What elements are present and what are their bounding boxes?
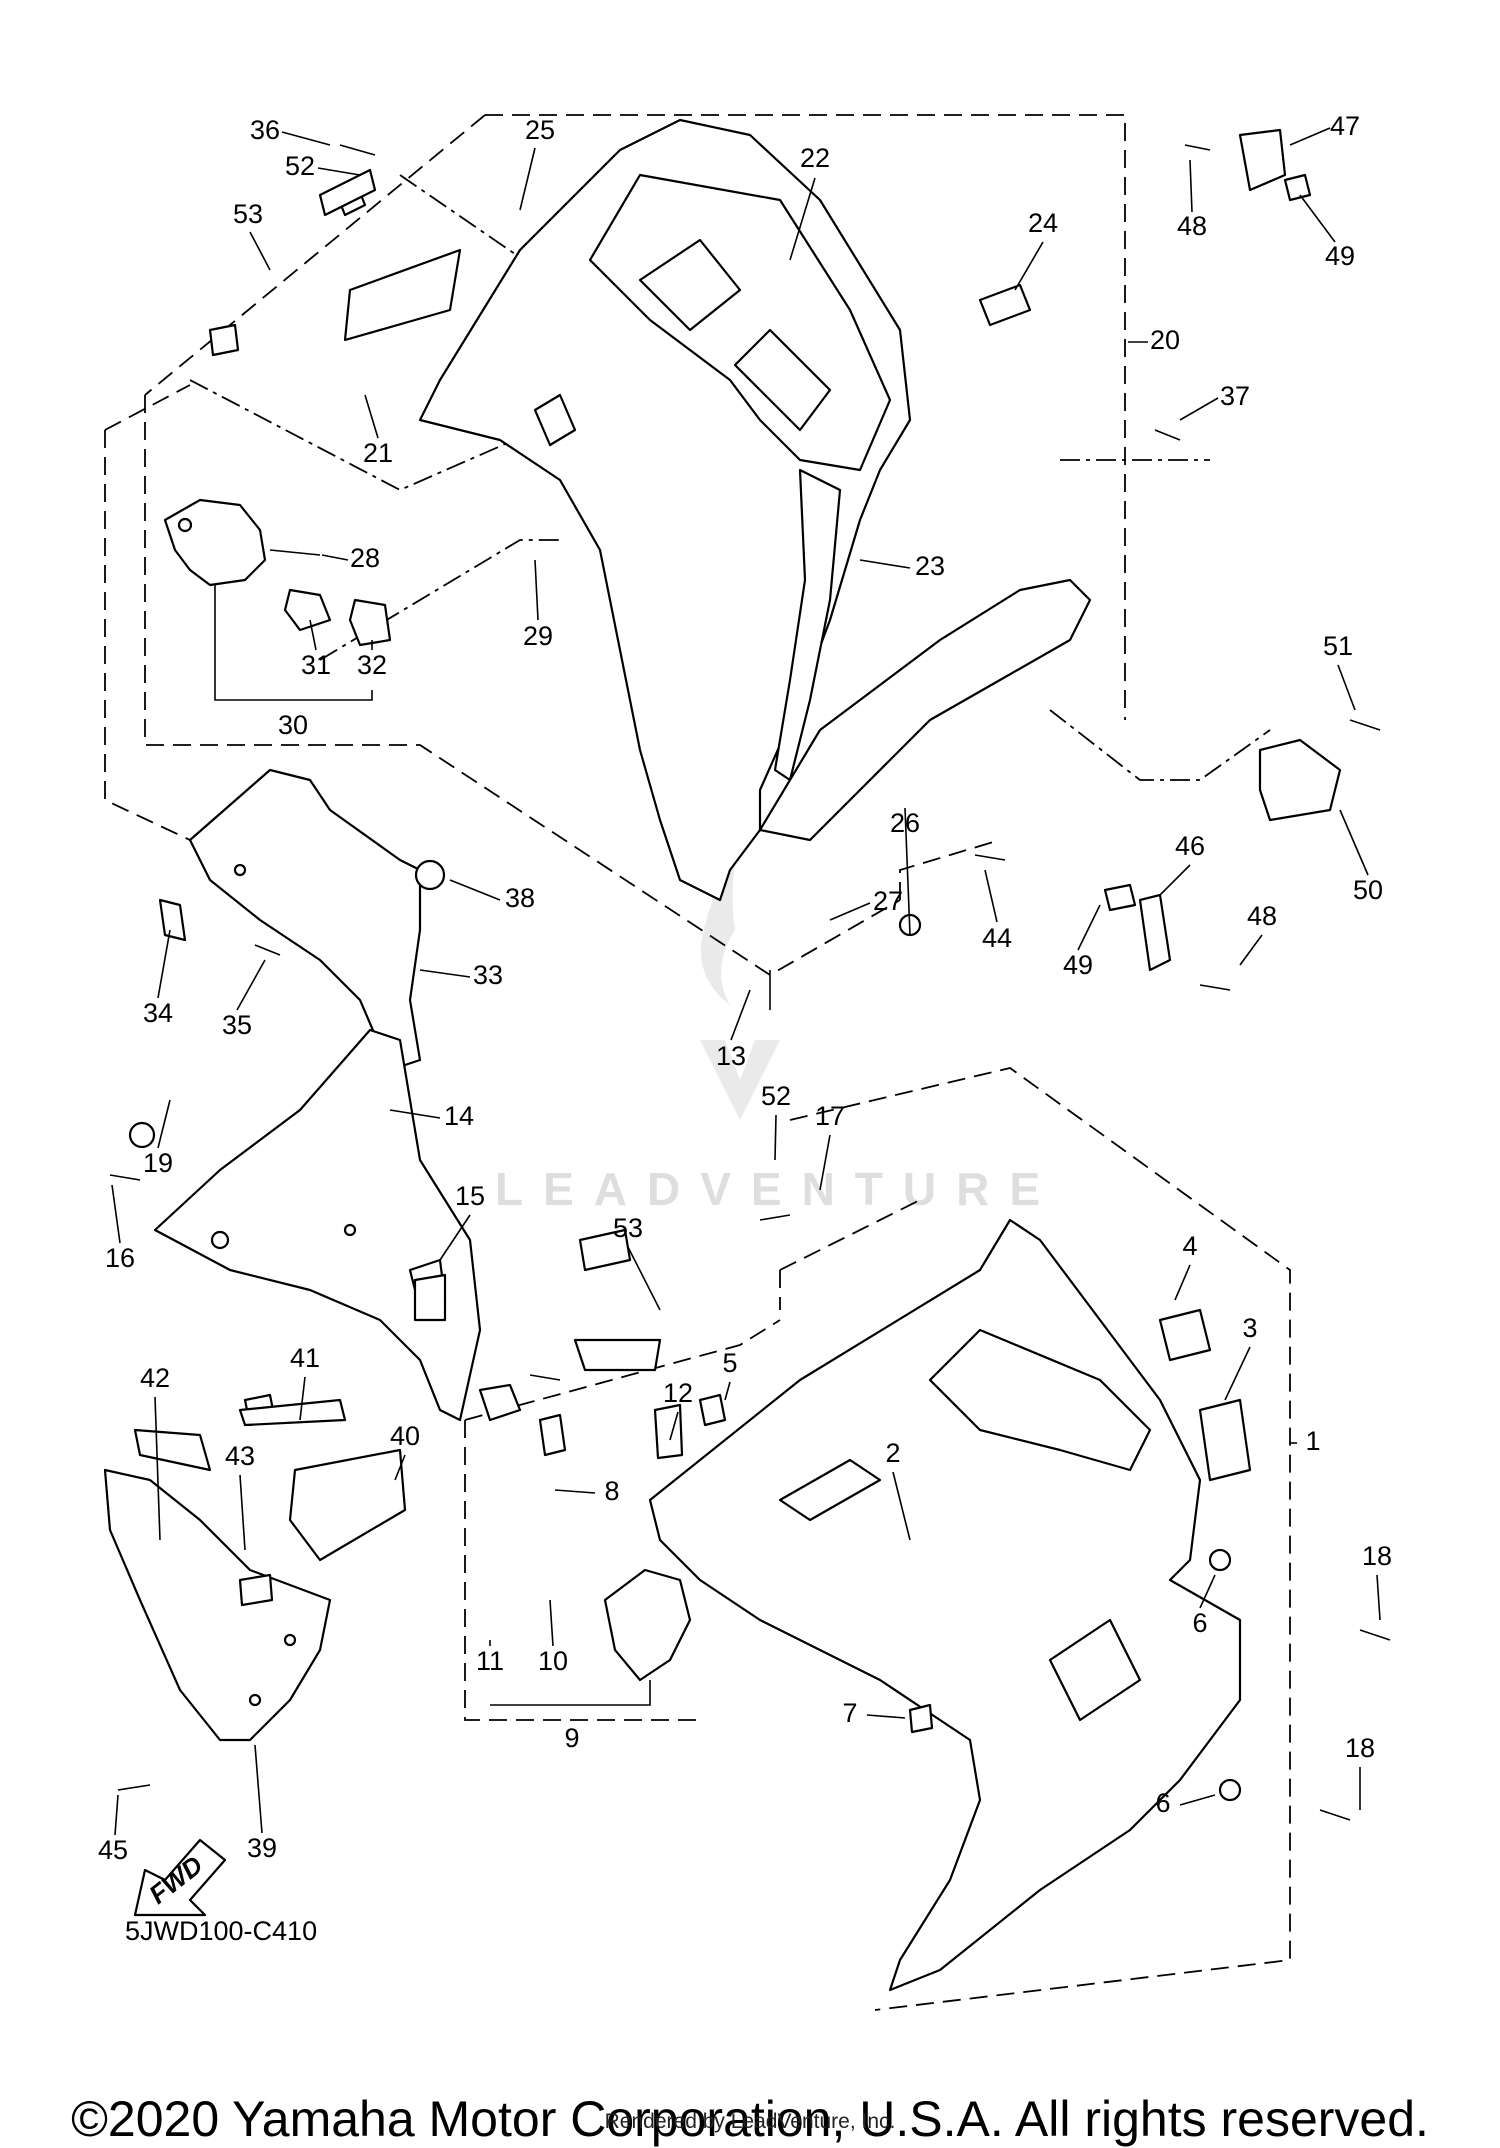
callout-24: 24: [1028, 208, 1058, 238]
callout-18: 18: [1345, 1733, 1375, 1763]
callout-53: 53: [613, 1213, 643, 1243]
watermark-logo: [700, 865, 780, 1120]
fasteners: [109, 144, 1391, 1821]
callout-12: 12: [663, 1378, 693, 1408]
callout-10: 10: [538, 1646, 568, 1676]
callout-38: 38: [505, 883, 535, 913]
callout-49: 49: [1063, 950, 1093, 980]
callout-1: 1: [1305, 1426, 1320, 1456]
callout-7: 7: [842, 1698, 857, 1728]
callout-31: 31: [301, 650, 331, 680]
callout-49: 49: [1325, 241, 1355, 271]
callout-21: 21: [363, 438, 393, 468]
upper-cowling: [418, 118, 1092, 902]
rendered-by-credit: Rendered by LeadVenture, Inc.: [604, 2110, 896, 2133]
callout-52: 52: [761, 1081, 791, 1111]
callout-22: 22: [800, 143, 830, 173]
callout-13: 13: [716, 1041, 746, 1071]
callout-48: 48: [1177, 211, 1207, 241]
callout-29: 29: [523, 621, 553, 651]
callout-43: 43: [225, 1441, 255, 1471]
callout-18: 18: [1362, 1541, 1392, 1571]
callout-6: 6: [1155, 1788, 1170, 1818]
callout-16: 16: [105, 1243, 135, 1273]
callout-42: 42: [140, 1363, 170, 1393]
callout-2: 2: [885, 1438, 900, 1468]
inner-panel-33: [188, 768, 422, 1072]
callout-23: 23: [915, 551, 945, 581]
callout-44: 44: [982, 923, 1012, 953]
light-assembly-9: [478, 1383, 692, 1682]
callout-8: 8: [604, 1476, 619, 1506]
callout-37: 37: [1220, 381, 1250, 411]
callout-35: 35: [222, 1010, 252, 1040]
watermark-text: LEADVENTURE: [495, 1163, 1060, 1215]
callout-33: 33: [473, 960, 503, 990]
lower-cowling: [648, 1218, 1242, 1992]
callout-14: 14: [444, 1101, 474, 1131]
leader-lines: [111, 127, 1381, 1836]
callout-27: 27: [873, 886, 903, 916]
callout-46: 46: [1175, 831, 1205, 861]
callout-15: 15: [455, 1181, 485, 1211]
callout-51: 51: [1323, 631, 1353, 661]
side-panel-39: [103, 1468, 332, 1742]
callout-30: 30: [278, 710, 308, 740]
callout-19: 19: [143, 1148, 173, 1178]
callout-36: 36: [250, 115, 280, 145]
callout-48: 48: [1247, 901, 1277, 931]
callout-17: 17: [815, 1101, 845, 1131]
light-assembly-30: [163, 498, 392, 647]
callout-45: 45: [98, 1835, 128, 1865]
callout-53: 53: [233, 199, 263, 229]
callout-32: 32: [357, 650, 387, 680]
callout-50: 50: [1353, 875, 1383, 905]
callout-34: 34: [143, 998, 173, 1028]
callout-39: 39: [247, 1833, 277, 1863]
callout-25: 25: [525, 115, 555, 145]
callout-9: 9: [564, 1723, 579, 1753]
fwd-arrow-icon: FWD: [133, 1838, 227, 1917]
callout-41: 41: [290, 1343, 320, 1373]
callout-5: 5: [722, 1348, 737, 1378]
callout-4: 4: [1182, 1231, 1197, 1261]
callout-3: 3: [1242, 1313, 1257, 1343]
small-parts: [128, 128, 1342, 1802]
callout-6: 6: [1192, 1608, 1207, 1638]
callout-47: 47: [1330, 111, 1360, 141]
callouts: 36 52 25 22 47 53 24 48 49 20 21 37 28 2…: [98, 111, 1392, 1865]
diagram-code: 5JWD100-C410: [125, 1916, 317, 1946]
watermark: LEADVENTURE: [495, 865, 1060, 1215]
callout-20: 20: [1150, 325, 1180, 355]
callout-52: 52: [285, 151, 315, 181]
callout-28: 28: [350, 543, 380, 573]
callout-11: 11: [476, 1646, 504, 1676]
callout-40: 40: [390, 1421, 420, 1451]
